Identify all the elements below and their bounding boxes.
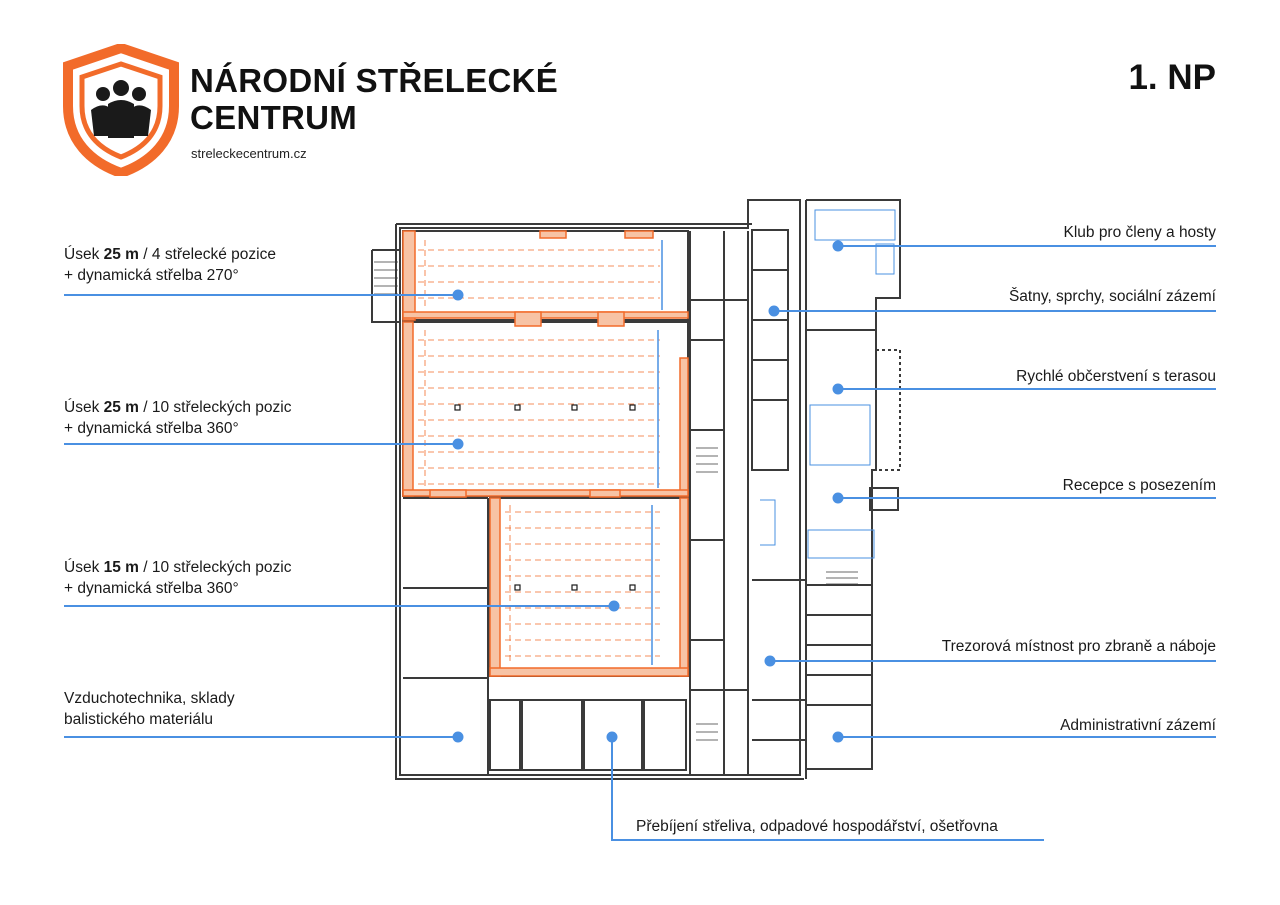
label-vault: Trezorová místnost pro zbraně a náboje	[941, 638, 1216, 655]
lounge-furniture	[760, 209, 896, 559]
callout-zone-25m-10-dot	[452, 438, 464, 450]
label-club: Klub pro členy a hosty	[1063, 224, 1216, 241]
callout-reloading-dot	[606, 731, 618, 743]
label-reloading-waste-infirmary: Přebíjení střeliva, odpadové hospodářstv…	[636, 818, 998, 835]
columns	[454, 404, 636, 591]
callout-snack-dot	[832, 383, 844, 395]
stairs-and-furniture	[374, 261, 858, 741]
callout-ventilation-dot	[452, 731, 464, 743]
callout-zone-25m-4-dot	[452, 289, 464, 301]
brand-url[interactable]: streleckecentrum.cz	[191, 146, 307, 161]
callout-reloading-line	[611, 737, 1044, 841]
range-lanes	[418, 240, 660, 665]
callout-vault-dot	[764, 655, 776, 667]
label-changing-rooms: Šatny, sprchy, sociální zázemí	[1008, 288, 1216, 305]
label-zone-15m-10: Úsek 15 m / 10 střeleckých pozic + dynam…	[64, 559, 292, 597]
callout-reception-dot	[832, 492, 844, 504]
label-snack-bar: Rychlé občerstvení s terasou	[1016, 368, 1216, 385]
label-reception: Recepce s posezením	[1062, 477, 1216, 494]
brand-title-line2: CENTRUM	[190, 99, 358, 136]
brand-title: NÁRODNÍ STŘELECKÉ CENTRUM	[190, 62, 558, 136]
callout-admin-dot	[832, 731, 844, 743]
brand-title-line1: NÁRODNÍ STŘELECKÉ	[190, 62, 559, 99]
callout-lines	[64, 240, 1216, 841]
floor-label: 1. NP	[1128, 58, 1216, 97]
label-administration: Administrativní zázemí	[1060, 717, 1216, 734]
label-zone-25m-10: Úsek 25 m / 10 střeleckých pozic + dynam…	[64, 399, 292, 437]
firing-lines	[651, 240, 663, 665]
shield-people-icon	[63, 44, 179, 176]
range-accent-walls	[402, 230, 689, 677]
label-ventilation-storage: Vzduchotechnika, sklady balistického mat…	[64, 690, 235, 728]
label-zone-25m-4: Úsek 25 m / 4 střelecké pozice + dynamic…	[64, 246, 276, 284]
callout-changing-dot	[768, 305, 780, 317]
callout-club-dot	[832, 240, 844, 252]
callout-zone-15m-10-dot	[608, 600, 620, 612]
